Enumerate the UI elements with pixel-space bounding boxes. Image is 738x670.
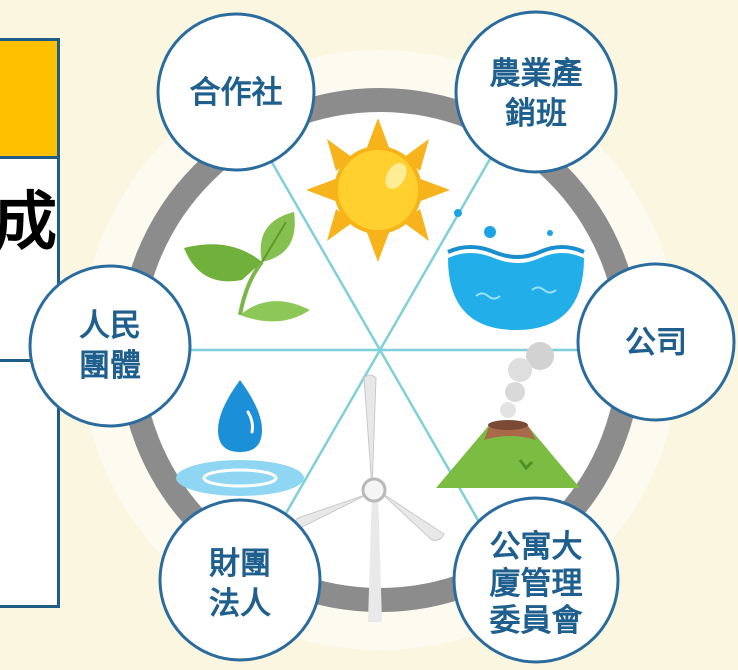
node-civic-group-line2: 團體 xyxy=(79,348,141,384)
node-foundation-line2: 法人 xyxy=(209,586,271,622)
node-apartment-committee[interactable]: 公寓大 廈管理 委員會 xyxy=(452,496,620,664)
node-company-label: 公司 xyxy=(625,325,687,361)
left-panel-divider xyxy=(0,359,57,362)
leaf-icon xyxy=(184,212,310,322)
node-cooperative[interactable]: 合作社 xyxy=(156,12,316,172)
water-drop-icon xyxy=(176,380,304,496)
node-foundation-line1: 財團 xyxy=(209,546,271,582)
left-panel-partial-glyph: 成 xyxy=(0,186,57,260)
sun-icon xyxy=(306,118,450,262)
node-company[interactable]: 公司 xyxy=(576,262,736,422)
node-farm-production-team-line2: 銷班 xyxy=(505,96,567,132)
node-apartment-committee-line3: 委員會 xyxy=(490,603,584,639)
left-panel-header xyxy=(0,41,57,159)
water-icon xyxy=(447,209,585,330)
node-foundation[interactable]: 財團 法人 xyxy=(158,498,322,662)
node-apartment-committee-line1: 公寓大 xyxy=(490,529,583,565)
volcano-icon xyxy=(436,342,580,488)
node-cooperative-label: 合作社 xyxy=(190,75,283,111)
node-civic-group[interactable]: 人民 團體 xyxy=(28,264,192,428)
node-civic-group-line1: 人民 xyxy=(79,308,141,344)
node-farm-production-team[interactable]: 農業產 銷班 xyxy=(454,10,618,174)
divider-line xyxy=(253,132,382,351)
node-farm-production-team-line1: 農業產 xyxy=(490,56,583,92)
divider-line xyxy=(378,132,507,351)
wind-turbine-icon xyxy=(293,374,445,622)
node-apartment-committee-line2: 廈管理 xyxy=(490,566,583,602)
